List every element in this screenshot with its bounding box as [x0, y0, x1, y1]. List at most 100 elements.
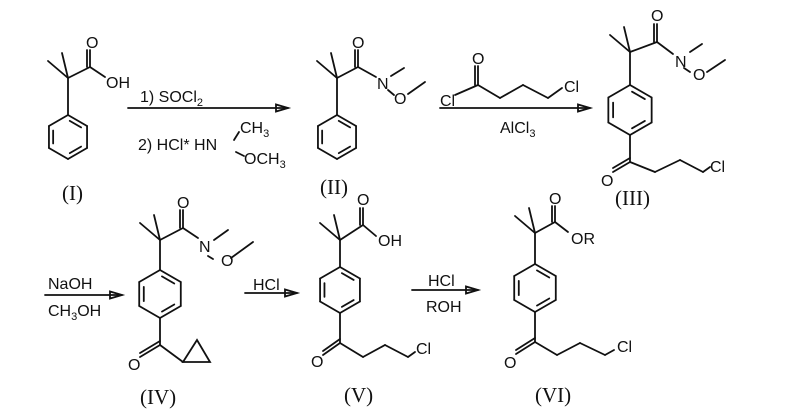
- ring-bond: [629, 121, 653, 136]
- ring-bond: [48, 114, 69, 127]
- ring-double-bond: [536, 269, 551, 279]
- bond: [654, 159, 681, 173]
- ring-bond: [513, 299, 536, 313]
- compound-III: O N O O Cl (III): [601, 8, 725, 210]
- ring-double-bond: [536, 297, 551, 307]
- compound-label: (III): [615, 186, 650, 210]
- arrow-head: [109, 290, 126, 300]
- double-bond: [322, 338, 341, 352]
- bond: [384, 344, 409, 358]
- bond: [67, 66, 91, 79]
- bond: [534, 341, 558, 356]
- ring-bond: [513, 263, 536, 277]
- double-bond: [139, 340, 161, 354]
- atom-o: O: [549, 191, 561, 208]
- ring-bond: [336, 114, 357, 127]
- atom-o: O: [394, 91, 406, 108]
- bond: [319, 222, 341, 241]
- bond: [339, 342, 364, 358]
- reagents-step3: NaOH CH3OH: [48, 276, 101, 323]
- arrow-head: [284, 288, 301, 298]
- atom-o: O: [352, 35, 364, 52]
- atom-oh: OH: [106, 75, 130, 92]
- bond: [89, 66, 106, 78]
- cyclopropyl-ring: [181, 338, 212, 363]
- reagents-step5: HCl ROH: [426, 273, 462, 316]
- bond: [159, 227, 184, 241]
- double-bond: [322, 342, 341, 356]
- ring-bond: [319, 300, 341, 314]
- bond: [407, 81, 426, 95]
- ring-double-bond: [68, 145, 82, 155]
- bond: [706, 59, 726, 73]
- ring-bond: [319, 266, 341, 280]
- ring-bond: [67, 147, 88, 160]
- bond: [333, 214, 341, 241]
- reagent-hcl: HCl: [428, 273, 455, 290]
- compound-label: (VI): [535, 383, 571, 407]
- compound-IV: O N O O (IV): [128, 195, 233, 409]
- bond: [207, 255, 214, 260]
- atom-o: O: [177, 195, 189, 212]
- atom-or: OR: [571, 231, 595, 248]
- bond: [499, 84, 524, 99]
- bond: [528, 207, 536, 234]
- reagent-hcl-amine: 2) HCl* HN: [138, 137, 217, 154]
- compound-label: (IV): [140, 385, 176, 409]
- double-bond: [515, 337, 536, 351]
- ring-bond: [159, 269, 182, 283]
- bond: [390, 67, 405, 77]
- ring-bond: [138, 305, 161, 319]
- bond: [547, 87, 563, 99]
- bond-lines: [44, 23, 726, 363]
- compound-label: (V): [344, 383, 373, 407]
- arrow-head: [577, 103, 594, 113]
- bond: [339, 224, 364, 241]
- arrow-head: [465, 285, 482, 295]
- ring-bond: [339, 266, 361, 280]
- bond: [454, 84, 479, 96]
- bond: [357, 66, 377, 78]
- reagent-cl: Cl: [564, 79, 579, 96]
- ring-bond: [534, 263, 557, 277]
- arrow-head: [275, 103, 292, 113]
- bond: [362, 224, 377, 237]
- bond: [554, 221, 569, 233]
- ring-bond: [317, 114, 338, 127]
- bond: [230, 241, 254, 259]
- reagent-o: O: [472, 51, 484, 68]
- compound-II: O N O (II): [320, 35, 406, 199]
- ring-double-bond: [68, 119, 82, 129]
- bond: [683, 67, 691, 73]
- atom-o: O: [86, 35, 98, 52]
- bond: [235, 151, 245, 157]
- ring-bond: [138, 269, 161, 283]
- atom-o: O: [128, 357, 140, 374]
- bond: [407, 351, 416, 358]
- ring-double-bond: [631, 120, 646, 130]
- ring-bond: [607, 84, 631, 99]
- atom-cl: Cl: [710, 159, 725, 176]
- compound-VI: O OR O Cl (VI): [504, 191, 632, 407]
- bond: [702, 166, 711, 173]
- atom-n: N: [377, 76, 389, 93]
- reagent-ch3oh: CH3OH: [48, 303, 101, 323]
- reagents-step1: 1) SOCl2 2) HCl* HN CH3 OCH3: [138, 89, 286, 171]
- bond: [387, 89, 395, 96]
- reagent-roh: ROH: [426, 299, 462, 316]
- ring-bond: [336, 147, 357, 160]
- bond: [629, 41, 658, 53]
- reagent-cl: Cl: [440, 93, 455, 110]
- bond: [182, 227, 199, 239]
- double-bond: [612, 161, 631, 173]
- atom-o: O: [311, 354, 323, 371]
- atom-o: O: [221, 253, 233, 270]
- double-bond: [515, 341, 536, 355]
- bond: [656, 41, 674, 55]
- ring-double-bond: [337, 145, 351, 155]
- reagents-step4: HCl: [253, 277, 280, 294]
- bond: [679, 159, 704, 173]
- bond: [159, 344, 184, 363]
- bond: [336, 66, 359, 79]
- bond: [629, 161, 656, 173]
